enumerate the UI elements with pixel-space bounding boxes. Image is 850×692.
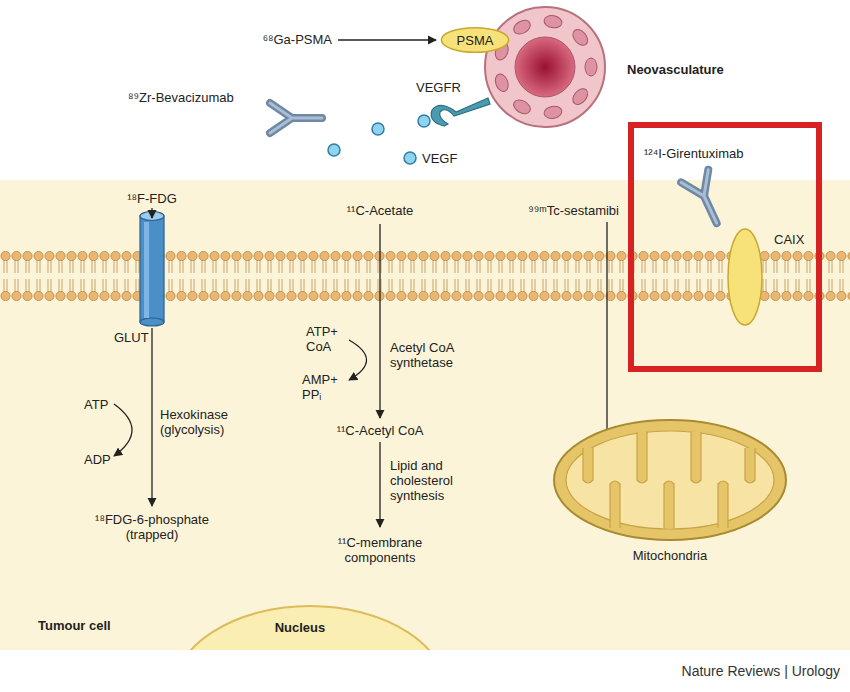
- receptor-label: PSMA: [457, 33, 494, 48]
- node-outline: [552, 418, 788, 542]
- tracer-label: ⁶⁸Ga-PSMA: [212, 32, 332, 47]
- source-credit: Nature Reviews | Urology: [580, 664, 840, 679]
- organelle-label: Nucleus: [250, 620, 350, 635]
- product-label: ¹¹C-membrane components: [315, 535, 445, 565]
- molecule-label: AMP+ PPᵢ: [302, 372, 346, 402]
- transporter-label: GLUT: [114, 330, 149, 345]
- target-label: CAIX: [774, 232, 804, 247]
- tracer-label: ¹⁸F-FDG: [102, 191, 202, 206]
- product-label: ¹⁸FDG-6-phosphate (trapped): [82, 512, 222, 542]
- structure-label: Neovasculature: [627, 62, 724, 77]
- tracer-label: ⁸⁹Zr-Bevacizumab: [128, 90, 234, 105]
- mitochondrion: Mitochondria: [552, 418, 788, 542]
- ligand-label: VEGF: [422, 151, 457, 166]
- enzyme-label: Hexokinase (glycolysis): [160, 407, 244, 437]
- molecule-label: ATP+ CoA: [306, 324, 346, 354]
- product-label: ¹¹C-Acetyl CoA: [310, 423, 450, 438]
- receptor-label: VEGFR: [416, 80, 461, 95]
- organelle-label: Mitochondria: [610, 548, 730, 563]
- enzyme-label: Acetyl CoA synthetase: [390, 340, 470, 370]
- tracer-label: ⁹⁹ᵐTc-sestamibi: [479, 203, 619, 218]
- process-label: Lipid and cholesterol synthesis: [390, 458, 474, 503]
- nucleus: Nucleus: [170, 603, 450, 650]
- highlight-box: ¹²⁴I-GirentuximabCAIX: [628, 122, 822, 372]
- tracer-label: ¹²⁴I-Girentuximab: [644, 146, 744, 161]
- cell-label: Tumour cell: [38, 618, 111, 633]
- node-outline: [483, 5, 607, 129]
- molecule-label: ATP: [84, 397, 108, 412]
- neovasculature: Neovasculature: [483, 5, 607, 129]
- tracer-label: ¹¹C-Acetate: [320, 203, 440, 218]
- molecule-label: ADP: [84, 452, 111, 467]
- psma-receptor: PSMA: [440, 26, 510, 54]
